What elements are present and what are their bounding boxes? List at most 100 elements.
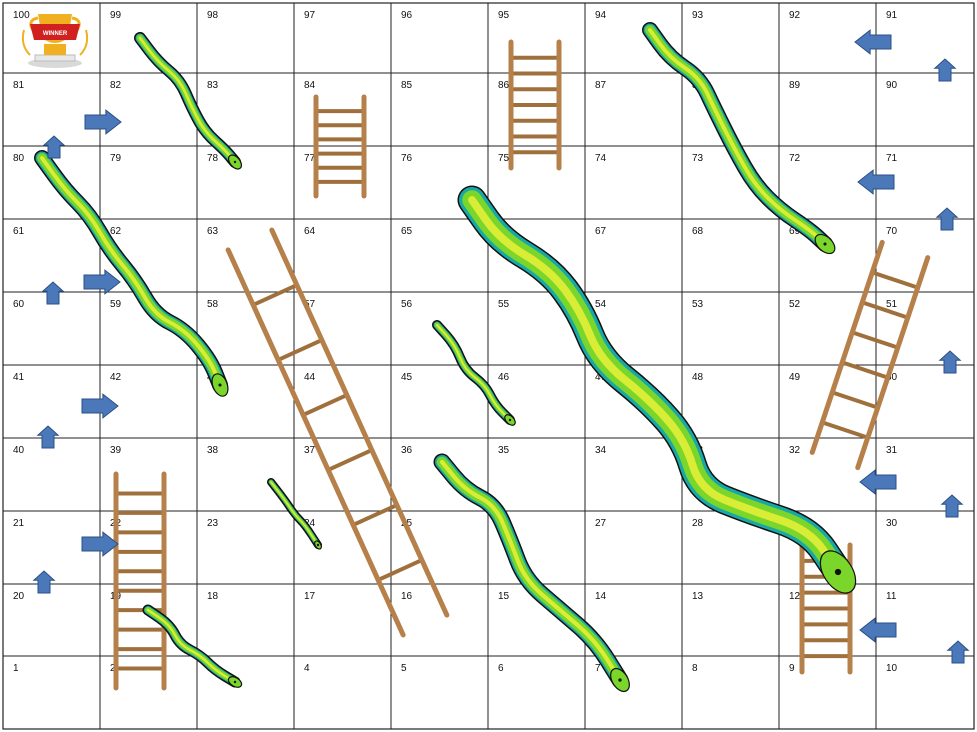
ladder-icon	[313, 94, 367, 199]
direction-arrows	[32, 29, 970, 664]
direction-arrow-icon	[859, 469, 897, 495]
cell-number: 32	[789, 445, 801, 456]
cell-number: 96	[401, 10, 413, 21]
cell-number: 34	[595, 445, 607, 456]
cell-number: 47	[595, 372, 607, 383]
snake-icon	[457, 185, 857, 594]
cell-number: 63	[207, 226, 219, 237]
cell-number: 42	[110, 372, 122, 383]
cell-number: 71	[886, 153, 898, 164]
cell-number: 9	[789, 663, 795, 674]
cell-number: 55	[498, 299, 510, 310]
cell-number: 61	[13, 226, 25, 237]
cell-number: 75	[498, 153, 510, 164]
direction-arrow-icon	[859, 617, 897, 643]
cell-number: 84	[304, 80, 316, 91]
cell-number: 24	[304, 518, 316, 529]
cell-number: 87	[595, 80, 607, 91]
direction-arrow-icon	[81, 393, 119, 419]
cell-number: 90	[886, 80, 898, 91]
cell-number: 53	[692, 299, 704, 310]
snake-icon	[134, 32, 243, 170]
direction-arrow-icon	[83, 269, 121, 295]
cell-number: 12	[789, 591, 801, 602]
cell-number: 79	[110, 153, 122, 164]
cell-number: 35	[498, 445, 510, 456]
snake-icon	[432, 320, 516, 426]
cell-number: 58	[207, 299, 219, 310]
cell-number: 44	[304, 372, 316, 383]
cell-number: 8	[692, 663, 698, 674]
ladder-icon	[508, 39, 562, 171]
cell-number: 56	[401, 299, 413, 310]
cell-number: 39	[110, 445, 122, 456]
ladder-icon	[113, 471, 167, 691]
cell-number: 60	[13, 299, 25, 310]
cell-number: 5	[401, 663, 407, 674]
cell-number: 94	[595, 10, 607, 21]
cell-number: 67	[595, 226, 607, 237]
cell-number: 72	[789, 153, 801, 164]
cell-number: 78	[207, 153, 219, 164]
cell-number: 62	[110, 226, 122, 237]
cell-number: 100	[13, 10, 30, 21]
cell-number: 54	[595, 299, 607, 310]
direction-arrow-icon	[935, 207, 959, 231]
snake-icon	[433, 453, 630, 693]
cell-number: 89	[789, 80, 801, 91]
ladders	[113, 39, 931, 691]
cell-number: 4	[304, 663, 310, 674]
cell-number: 74	[595, 153, 607, 164]
cell-number: 91	[886, 10, 898, 21]
cell-number: 23	[207, 518, 219, 529]
cell-number: 40	[13, 445, 25, 456]
cell-number: 93	[692, 10, 704, 21]
cell-number: 49	[789, 372, 801, 383]
direction-arrow-icon	[36, 425, 60, 449]
trophy-label: WINNER	[43, 31, 68, 37]
cell-number: 92	[789, 10, 801, 21]
cell-number: 16	[401, 591, 413, 602]
cell-number: 13	[692, 591, 704, 602]
cell-number: 82	[110, 80, 122, 91]
cell-number: 46	[498, 372, 510, 383]
direction-arrow-icon	[854, 29, 892, 55]
cell-number: 36	[401, 445, 413, 456]
direction-arrow-icon	[41, 281, 65, 305]
cell-number: 38	[207, 445, 219, 456]
snake-icon	[642, 22, 836, 255]
direction-arrow-icon	[857, 169, 895, 195]
direction-arrow-icon	[940, 494, 964, 518]
trophy-icon: WINNER	[21, 14, 89, 68]
direction-arrow-icon	[42, 135, 66, 159]
direction-arrow-icon	[946, 640, 970, 664]
cell-number: 50	[886, 372, 898, 383]
cell-number: 27	[595, 518, 607, 529]
cell-number: 18	[207, 591, 219, 602]
cell-number: 65	[401, 226, 413, 237]
cell-number: 15	[498, 591, 510, 602]
cell-number: 83	[207, 80, 219, 91]
cell-number: 28	[692, 518, 704, 529]
cell-number: 86	[498, 80, 510, 91]
cell-number: 77	[304, 153, 316, 164]
cell-number: 52	[789, 299, 801, 310]
cell-number: 45	[401, 372, 413, 383]
cell-number: 11	[886, 591, 897, 602]
cell-number: 7	[595, 663, 601, 674]
cell-number: 20	[13, 591, 25, 602]
cell-number: 1	[13, 663, 19, 674]
cell-number: 70	[886, 226, 898, 237]
snake-icon	[142, 604, 243, 688]
cell-number: 81	[13, 80, 25, 91]
cell-number: 31	[886, 445, 898, 456]
direction-arrow-icon	[938, 350, 962, 374]
cell-number: 57	[304, 299, 316, 310]
ladder-icon	[809, 239, 931, 471]
cell-number: 80	[13, 153, 25, 164]
cell-number: 30	[886, 518, 898, 529]
cell-number: 37	[304, 445, 316, 456]
